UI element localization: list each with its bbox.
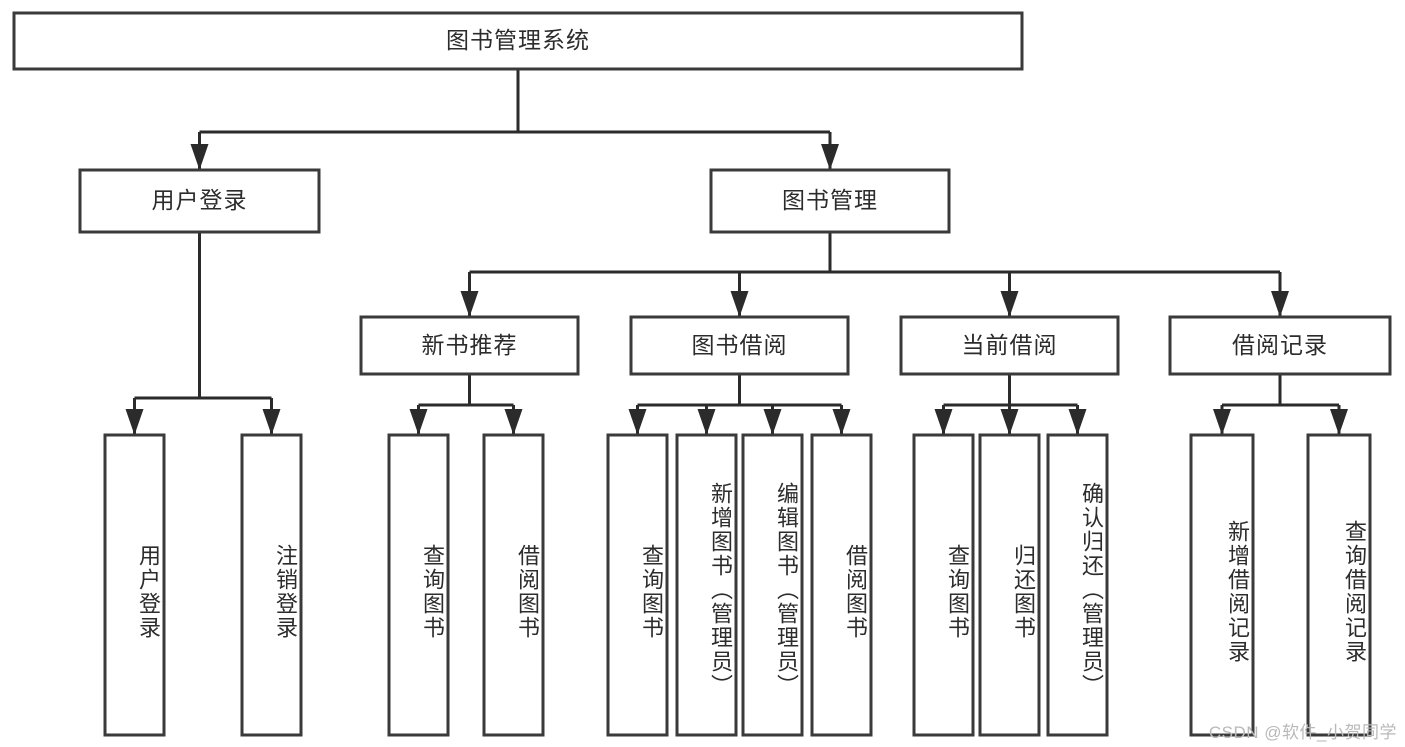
node-box-user-login[interactable]: [78, 168, 321, 234]
node-box-leaf-query-book-cur[interactable]: [912, 433, 975, 737]
arrow-head-icon: [1068, 409, 1087, 435]
node-box-leaf-logout[interactable]: [240, 433, 303, 737]
arrow-head-icon: [832, 409, 851, 435]
node-box-book-manage[interactable]: [709, 168, 951, 234]
node-box-book-borrow[interactable]: [629, 315, 850, 376]
arrow-head-icon: [821, 144, 839, 170]
connector-layer: [125, 69, 1348, 435]
arrow-head-icon: [1330, 409, 1348, 435]
node-box-leaf-borrow-book-rec[interactable]: [482, 433, 545, 737]
node-box-leaf-query-record[interactable]: [1306, 433, 1372, 737]
arrow-head-icon: [125, 409, 144, 435]
arrow-head-icon: [262, 409, 281, 435]
arrow-head-icon: [504, 409, 523, 435]
node-box-leaf-add-book[interactable]: [675, 433, 738, 737]
arrow-head-icon: [763, 409, 782, 435]
arrow-head-icon: [460, 291, 479, 317]
node-box-root[interactable]: [12, 11, 1024, 71]
arrow-head-icon: [190, 144, 209, 170]
node-box-new-book-recommend[interactable]: [359, 315, 580, 376]
arrow-head-icon: [1271, 291, 1289, 317]
node-box-leaf-edit-book[interactable]: [741, 433, 804, 737]
arrow-head-icon: [697, 409, 716, 435]
node-box-leaf-confirm-return[interactable]: [1046, 433, 1109, 737]
node-box-borrow-record[interactable]: [1168, 315, 1392, 376]
arrow-head-icon: [730, 291, 749, 317]
node-box-leaf-query-book-borrow[interactable]: [606, 433, 669, 737]
watermark-text: CSDN @软件_小贺同学: [1208, 723, 1397, 742]
arrow-head-icon: [934, 409, 953, 435]
arrow-head-icon: [1000, 291, 1019, 317]
box-layer: [12, 11, 1392, 737]
arrow-head-icon: [1213, 409, 1231, 435]
arrow-head-icon: [409, 409, 428, 435]
node-box-leaf-user-login[interactable]: [103, 433, 166, 737]
node-box-current-borrow[interactable]: [899, 315, 1120, 376]
node-box-leaf-borrow-book[interactable]: [810, 433, 873, 737]
arrow-head-icon: [628, 409, 647, 435]
node-box-leaf-return-book[interactable]: [978, 433, 1041, 737]
arrow-head-icon: [1000, 409, 1019, 435]
node-box-leaf-add-record[interactable]: [1189, 433, 1255, 737]
node-box-leaf-query-book-rec[interactable]: [387, 433, 450, 737]
